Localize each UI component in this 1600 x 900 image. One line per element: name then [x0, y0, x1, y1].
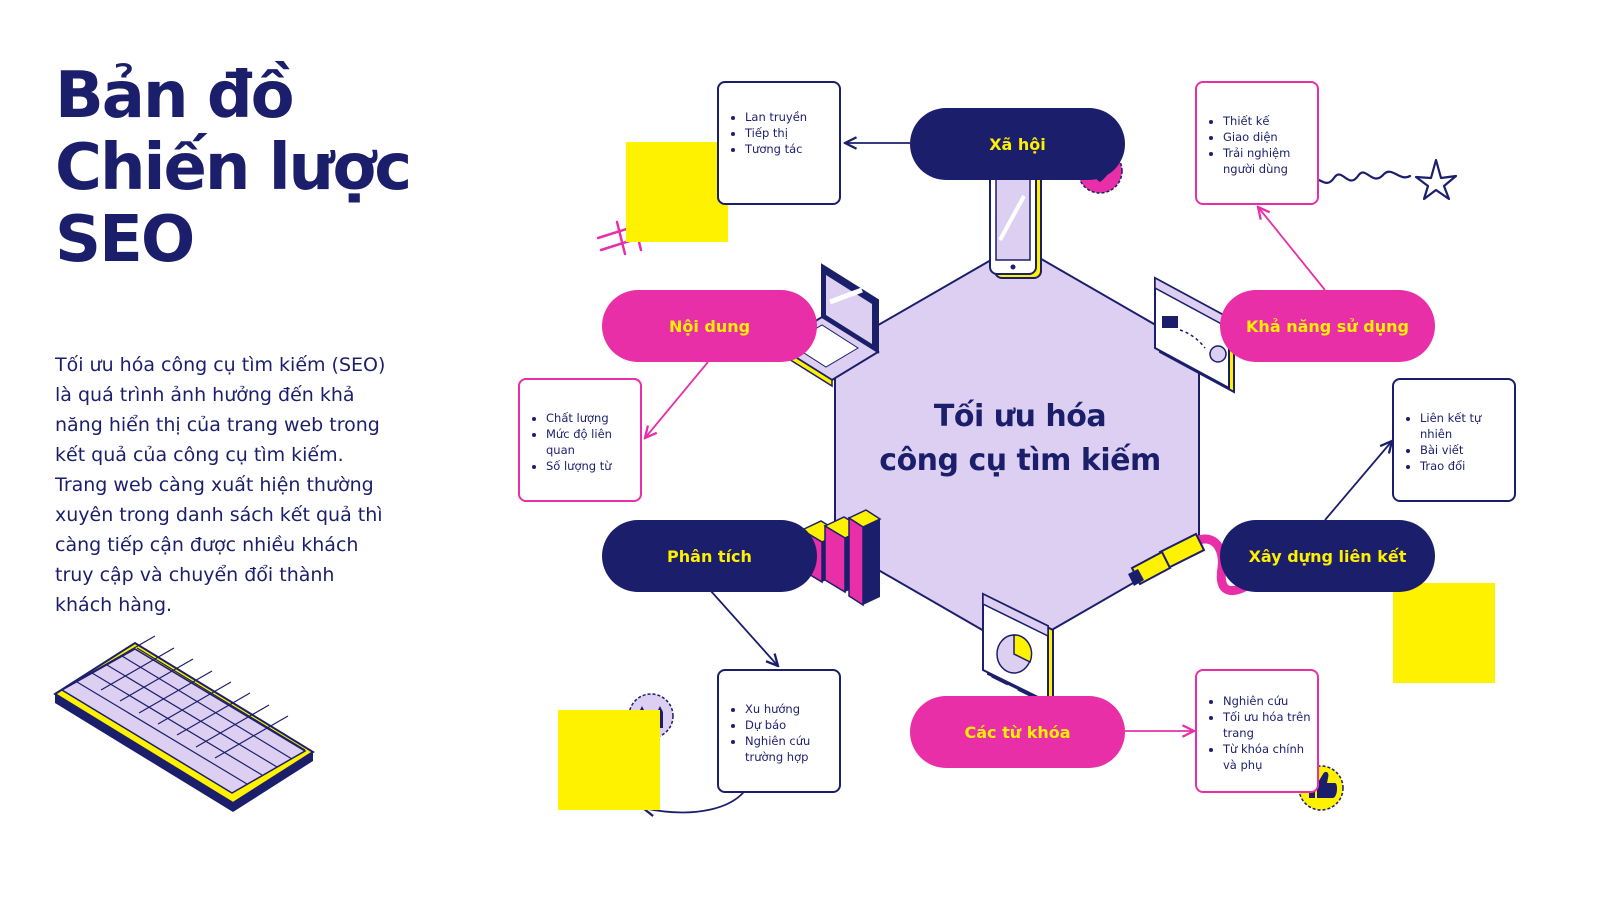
list-item: Chất lượng	[546, 410, 634, 426]
sticky-note	[626, 142, 728, 242]
smartphone-icon	[989, 165, 1042, 279]
description: Tối ưu hóa công cụ tìm kiếm (SEO) là quá…	[55, 354, 386, 616]
card-link-building: Liên kết tự nhiên Bài viết Trao đổi	[1392, 378, 1516, 502]
node-content: Nội dung	[602, 290, 817, 362]
card-keywords: Nghiên cứu Tối ưu hóa trên trang Từ khóa…	[1195, 669, 1319, 793]
node-social: Xã hội	[910, 108, 1125, 180]
card-usability: Thiết kế Giao diện Trải nghiệm người dùn…	[1195, 81, 1319, 205]
list-item: Dự báo	[745, 717, 833, 733]
list-item: Mức độ liên quan	[546, 426, 634, 458]
list-item: Tương tác	[745, 141, 833, 157]
page-title: Bản đồ Chiến lược SEO	[55, 60, 475, 276]
list-item: Thiết kế	[1223, 113, 1311, 129]
list-item: Trải nghiệm người dùng	[1223, 145, 1311, 177]
connectors	[643, 143, 1392, 812]
list-item: Nghiên cứu	[1223, 693, 1311, 709]
center-label-line: công cụ tìm kiếm	[879, 443, 1161, 478]
node-analytics: Phân tích	[602, 520, 817, 592]
list-item: Lan truyền	[745, 109, 833, 125]
sticky-note	[558, 710, 660, 810]
node-usability: Khả năng sử dụng	[1220, 290, 1435, 362]
list-item: Số lượng từ	[546, 458, 634, 474]
list-item: Tối ưu hóa trên trang	[1223, 709, 1311, 741]
list-item: Liên kết tự nhiên	[1420, 410, 1508, 442]
browser-window-icon	[1154, 276, 1235, 394]
title-line: Chiến lược	[55, 131, 412, 205]
title-line: SEO	[55, 203, 195, 277]
card-analytics: Xu hướng Dự báo Nghiên cứu trường hợp	[717, 669, 841, 793]
star-scribble-icon	[1306, 158, 1458, 201]
center-label: Tối ưu hóa công cụ tìm kiếm	[860, 395, 1180, 483]
pie-chart-window-icon	[982, 592, 1054, 708]
sticky-note	[1393, 583, 1495, 683]
list-item: Tiếp thị	[745, 125, 833, 141]
node-link-building: Xây dựng liên kết	[1220, 520, 1435, 592]
list-item: Bài viết	[1420, 442, 1508, 458]
node-keywords: Các từ khóa	[910, 696, 1125, 768]
keyboard-icon	[53, 635, 315, 812]
list-item: Nghiên cứu trường hợp	[745, 733, 833, 765]
list-item: Trao đổi	[1420, 458, 1508, 474]
card-social: Lan truyền Tiếp thị Tương tác	[717, 81, 841, 205]
card-content: Chất lượng Mức độ liên quan Số lượng từ	[518, 378, 642, 502]
center-label-line: Tối ưu hóa	[933, 399, 1107, 434]
list-item: Giao diện	[1223, 129, 1311, 145]
list-item: Từ khóa chính và phụ	[1223, 741, 1311, 773]
title-line: Bản đồ	[55, 59, 295, 133]
list-item: Xu hướng	[745, 701, 833, 717]
